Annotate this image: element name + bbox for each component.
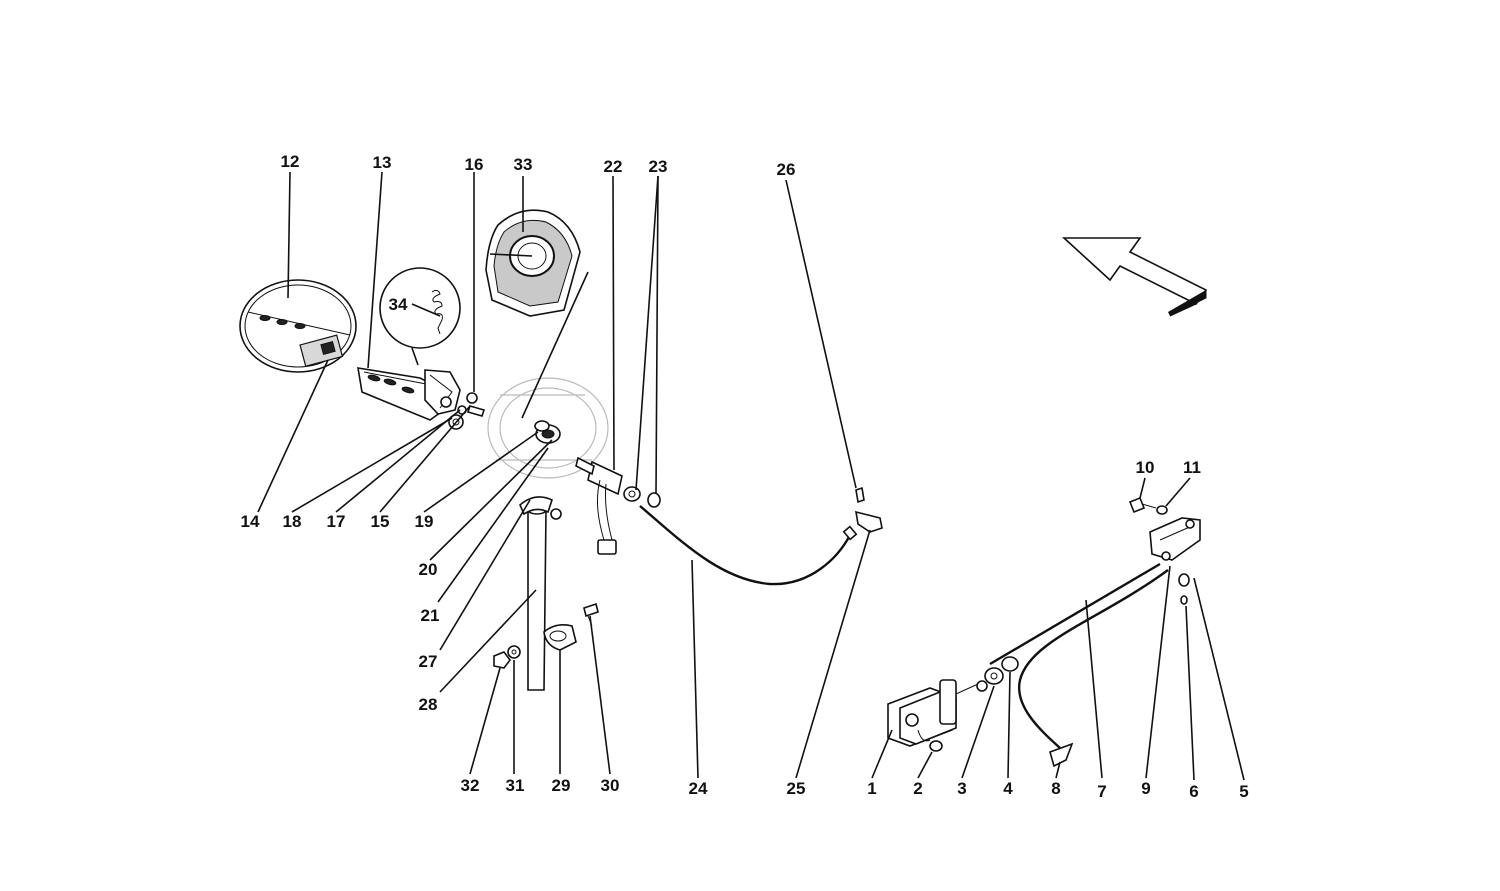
- callout-33: 33: [514, 155, 533, 174]
- nut-washer-31-32: [493, 645, 521, 669]
- fuel-door-detail-12: [239, 279, 357, 373]
- callout-19: 19: [415, 512, 434, 531]
- washer-11: [1156, 505, 1168, 515]
- drain-tube-27-28: [519, 496, 562, 691]
- cables-7: [989, 562, 1169, 749]
- callout-17: 17: [327, 512, 346, 531]
- leader-lines: [257, 171, 1245, 781]
- clamp-29: [543, 624, 577, 651]
- callout-5: 5: [1239, 782, 1248, 801]
- callout-2: 2: [913, 779, 922, 798]
- callout-9: 9: [1141, 779, 1150, 798]
- hinge-bracket-13: [357, 367, 461, 421]
- spring-detail-34: [379, 267, 461, 366]
- callout-20: 20: [419, 560, 438, 579]
- callout-27: 27: [419, 652, 438, 671]
- callout-labels: 12 13 16 33 22 23 26 34 14 18 17 15 19 2…: [241, 152, 1249, 801]
- washer-nut-23: [623, 486, 661, 508]
- callout-6: 6: [1189, 782, 1198, 801]
- handle-25-26: [855, 486, 883, 533]
- callout-23: 23: [649, 157, 668, 176]
- callout-31: 31: [506, 776, 525, 795]
- latch-9: [1149, 517, 1201, 561]
- callout-4: 4: [1003, 779, 1013, 798]
- callout-30: 30: [601, 776, 620, 795]
- cap-2: [929, 740, 943, 752]
- bolt-10: [1128, 496, 1157, 514]
- callout-25: 25: [787, 779, 806, 798]
- callout-11: 11: [1183, 458, 1201, 477]
- callout-21: 21: [421, 606, 440, 625]
- fuel-filler-outline: [487, 377, 609, 479]
- callout-24: 24: [689, 779, 708, 798]
- callout-14: 14: [241, 512, 260, 531]
- callout-15: 15: [371, 512, 390, 531]
- callout-13: 13: [373, 153, 392, 172]
- solenoid-1: [887, 679, 988, 747]
- callout-18: 18: [283, 512, 302, 531]
- callout-3: 3: [957, 779, 966, 798]
- callout-29: 29: [552, 776, 571, 795]
- release-actuator-22: [575, 456, 623, 555]
- pins-5-6: [1178, 573, 1190, 605]
- release-cable-24: [639, 505, 858, 586]
- callout-16: 16: [465, 155, 484, 174]
- callout-32: 32: [461, 776, 480, 795]
- washers-3-4: [984, 656, 1019, 685]
- callout-7: 7: [1097, 782, 1106, 801]
- callout-12: 12: [281, 152, 300, 171]
- callout-28: 28: [419, 695, 438, 714]
- filler-neck-parts: [534, 420, 561, 444]
- callout-8: 8: [1051, 779, 1060, 798]
- callout-10: 10: [1136, 458, 1155, 477]
- callout-34: 34: [389, 295, 408, 314]
- callout-26: 26: [777, 160, 796, 179]
- seal-gasket-33: [485, 209, 581, 317]
- callout-22: 22: [604, 157, 623, 176]
- arrow-icon: [1061, 237, 1208, 317]
- callout-1: 1: [867, 779, 876, 798]
- pull-handle-8: [1049, 742, 1074, 768]
